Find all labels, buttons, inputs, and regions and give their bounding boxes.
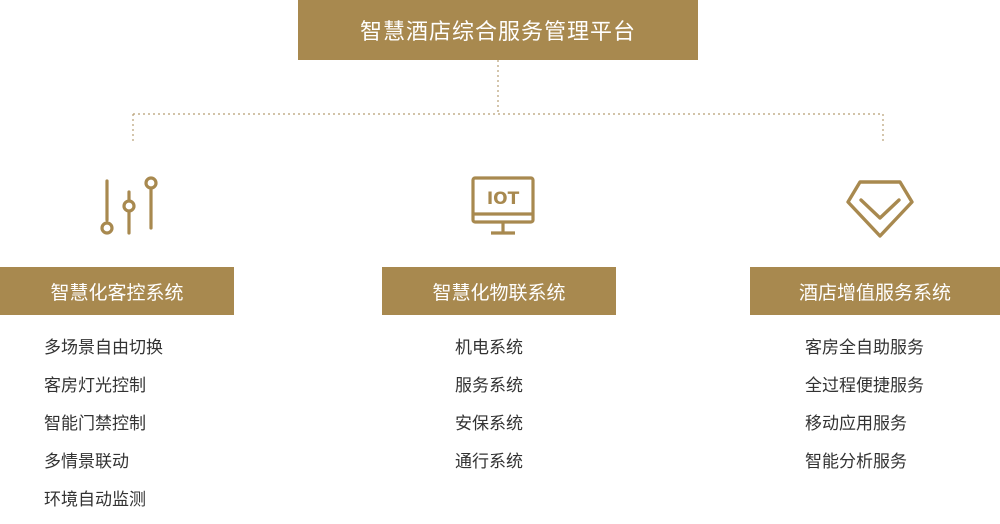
diamond-icon xyxy=(846,180,914,238)
list-item: 安保系统 xyxy=(455,414,523,434)
list-item: 移动应用服务 xyxy=(805,414,907,434)
category-smart-room-control: 智慧化客控系统 xyxy=(0,267,234,315)
list-item: 客房全自助服务 xyxy=(805,338,924,358)
platform-title-text: 智慧酒店综合服务管理平台 xyxy=(359,20,636,45)
category-title: 智慧化物联系统 xyxy=(432,281,566,304)
category-smart-iot: 智慧化物联系统 xyxy=(382,267,616,315)
list-item: 全过程便捷服务 xyxy=(805,376,924,396)
list-item: 客房灯光控制 xyxy=(44,376,146,396)
list-item: 多情景联动 xyxy=(44,452,129,472)
iot-icon-label: IOT xyxy=(487,189,520,209)
iot-monitor-icon: IOT xyxy=(471,176,535,235)
list-item: 智能分析服务 xyxy=(805,452,907,472)
list-item: 通行系统 xyxy=(455,452,523,472)
platform-title: 智慧酒店综合服务管理平台 xyxy=(298,0,698,60)
value-added-items: 客房全自助服务 全过程便捷服务 移动应用服务 智能分析服务 xyxy=(805,334,924,486)
list-item: 服务系统 xyxy=(455,376,523,396)
list-item: 多场景自由切换 xyxy=(44,338,163,358)
category-title: 智慧化客控系统 xyxy=(50,281,184,304)
iot-items: 机电系统 服务系统 安保系统 通行系统 xyxy=(455,334,523,486)
list-item: 智能门禁控制 xyxy=(44,414,146,434)
category-title: 酒店增值服务系统 xyxy=(798,281,951,304)
list-item: 环境自动监测 xyxy=(44,490,146,510)
room-control-items: 多场景自由切换 客房灯光控制 智能门禁控制 多情景联动 环境自动监测 xyxy=(44,334,163,524)
category-value-added-services: 酒店增值服务系统 xyxy=(750,267,1000,315)
sliders-icon xyxy=(100,176,158,235)
list-item: 机电系统 xyxy=(455,338,523,358)
